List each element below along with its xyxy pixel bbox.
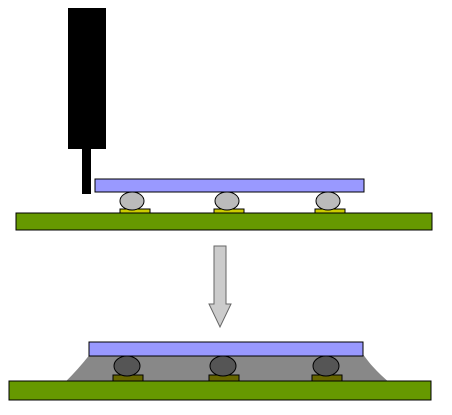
solder-ball-after-1 — [113, 355, 141, 377]
solder-ball-1 — [119, 191, 145, 211]
chip-top — [94, 178, 365, 193]
step-before-underfill — [15, 8, 433, 231]
circuit-board-bottom — [8, 380, 432, 401]
solder-ball-after-2 — [209, 355, 237, 377]
circuit-board-top — [15, 212, 433, 231]
down-arrow-icon — [208, 245, 232, 329]
dispenser-body — [68, 8, 106, 149]
solder-ball-after-3 — [312, 355, 340, 377]
solder-ball-2 — [214, 191, 240, 211]
chip-bottom — [88, 341, 364, 357]
solder-ball-3 — [315, 191, 341, 211]
step-after-underfill — [8, 341, 432, 401]
dispenser-nozzle — [82, 149, 91, 194]
